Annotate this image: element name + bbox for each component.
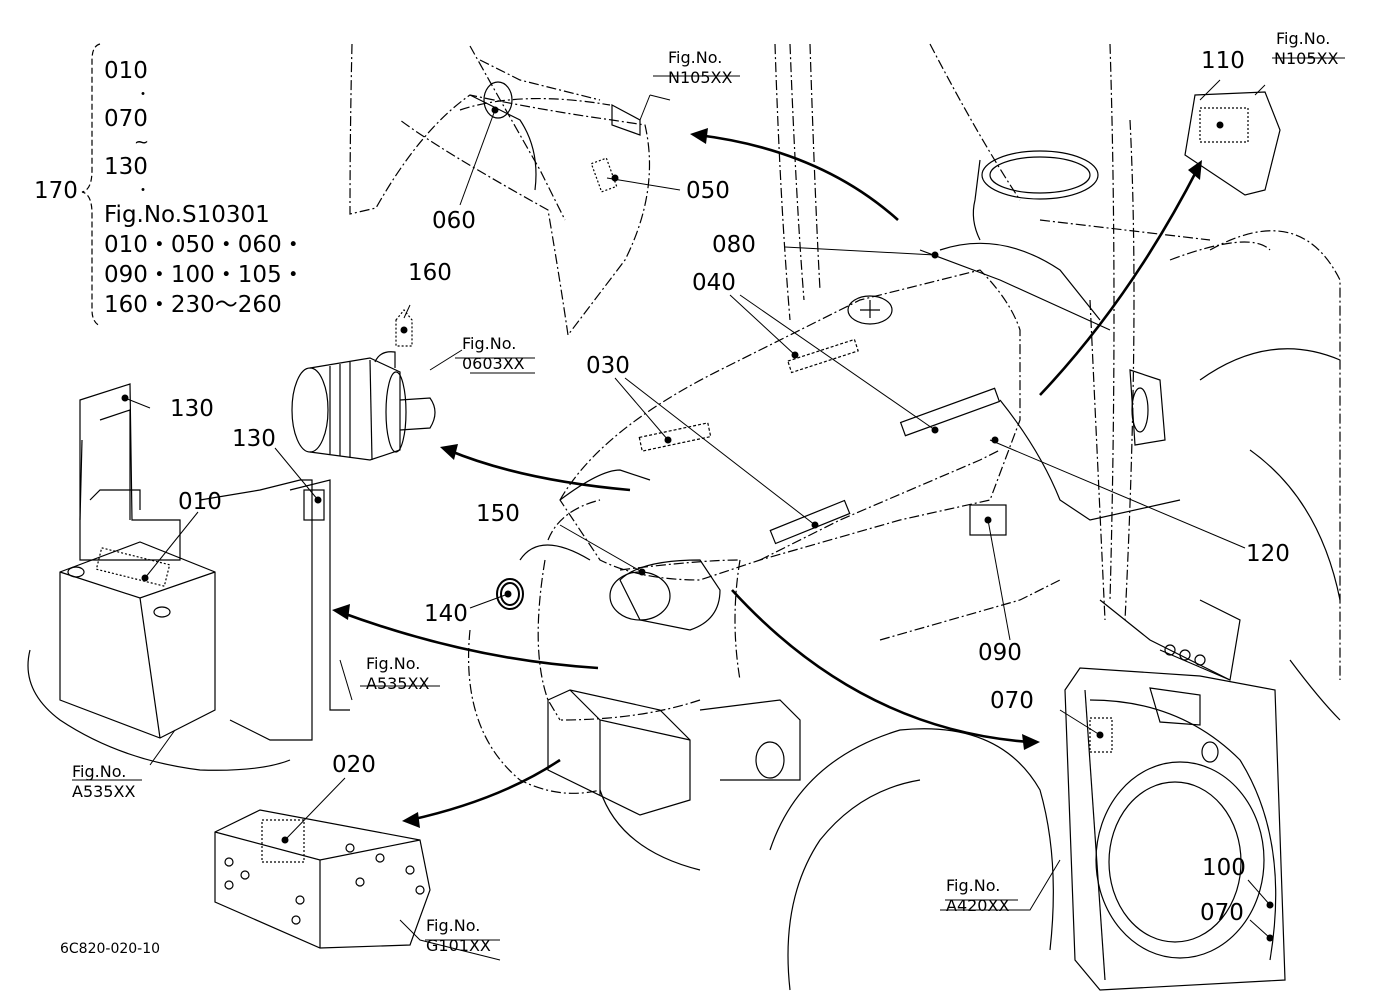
- hood-body: [467, 269, 1061, 794]
- figref-battery-label: Fig.No.: [72, 762, 127, 781]
- arrow-aircleaner: [447, 448, 631, 492]
- figref-bracket-code: A535XX: [366, 674, 430, 693]
- gasket-140: [496, 578, 524, 610]
- part-label-140: 140: [424, 601, 468, 627]
- figref-hood-code: N105XX: [668, 68, 733, 87]
- target-dots: [121, 106, 1274, 942]
- figref-frame: Fig.No. G101XX: [426, 916, 491, 956]
- figref-cabin: Fig.No. N105XX: [1274, 29, 1338, 69]
- legend: 010 ・ 070 ~ 130 ・ Fig.No.S10301 010・050・…: [104, 56, 305, 320]
- legend-group-label: 170: [34, 178, 78, 204]
- part-label-120: 120: [1246, 541, 1290, 567]
- figref-aircleaner-label: Fig.No.: [462, 334, 517, 353]
- legend-line-1: 010: [104, 58, 148, 84]
- arrow-grille: [731, 589, 1031, 744]
- legend-line-10: 160・230～260: [104, 292, 282, 318]
- part-label-040: 040: [692, 270, 736, 296]
- figref-aircleaner-code: 0603XX: [462, 354, 525, 373]
- figref-frame-code: G101XX: [426, 936, 491, 955]
- part-label-070-top: 070: [990, 688, 1034, 714]
- radiator-grille: [1064, 667, 1286, 991]
- steering-wheel: [919, 150, 1241, 681]
- figref-cabin-label: Fig.No.: [1276, 29, 1331, 48]
- front-bumper: [547, 689, 801, 816]
- part-label-020: 020: [332, 752, 376, 778]
- front-wheel: [599, 728, 1054, 991]
- figref-battery-code: A535XX: [72, 782, 136, 801]
- figref-battery: Fig.No. A535XX: [72, 762, 135, 802]
- front-frame: [214, 809, 431, 949]
- legend-line-8: 010・050・060・: [104, 232, 305, 258]
- legend-line-2: ・: [136, 87, 150, 103]
- part-label-050: 050: [686, 178, 730, 204]
- part-label-160: 160: [408, 260, 452, 286]
- part-label-090: 090: [978, 640, 1022, 666]
- legend-brace: [81, 43, 101, 327]
- arrow-cabin: [1039, 167, 1200, 396]
- battery-bracket: [79, 383, 350, 741]
- part-label-010: 010: [178, 489, 222, 515]
- arrows: [339, 133, 1200, 822]
- figref-hood: Fig.No. N105XX: [668, 48, 732, 88]
- part-label-060: 060: [432, 208, 476, 234]
- figref-bracket: Fig.No. A535XX: [366, 654, 429, 694]
- legend-line-9: 090・100・105・: [104, 262, 305, 288]
- figref-aircleaner: Fig.No. 0603XX: [462, 334, 525, 374]
- air-cleaner: [291, 351, 436, 461]
- figref-frame-label: Fig.No.: [426, 916, 481, 935]
- part-label-130-top: 130: [170, 396, 214, 422]
- arrow-hood: [697, 133, 899, 221]
- legend-line-3: 070: [104, 106, 148, 132]
- figref-cabin-code: N105XX: [1274, 49, 1339, 68]
- cabin-frame: [774, 43, 1341, 680]
- rear-wheel: [1199, 348, 1341, 721]
- arrowheads: [332, 128, 1202, 828]
- figref-bracket-label: Fig.No.: [366, 654, 421, 673]
- hood-body-details: [519, 295, 1007, 631]
- part-label-110: 110: [1201, 48, 1245, 74]
- legend-line-7: Fig.No.S10301: [104, 202, 270, 228]
- part-label-070-bottom: 070: [1200, 900, 1244, 926]
- part-label-150: 150: [476, 501, 520, 527]
- figref-hood-label: Fig.No.: [668, 48, 723, 67]
- legend-line-6: ・: [136, 183, 150, 199]
- figref-grille-code: A420XX: [946, 896, 1010, 915]
- arrow-bracket: [339, 610, 599, 670]
- part-label-030: 030: [586, 353, 630, 379]
- legend-line-4: ~: [134, 132, 150, 153]
- part-label-130: 130: [232, 426, 276, 452]
- hood-side-panel-solid: [469, 81, 641, 193]
- arrow-frame: [409, 758, 561, 822]
- cabin-panel-110: [1184, 91, 1281, 196]
- part-label-100: 100: [1202, 855, 1246, 881]
- figref-grille: Fig.No. A420XX: [946, 876, 1009, 916]
- legend-line-5: 130: [104, 154, 148, 180]
- part-label-080: 080: [712, 232, 756, 258]
- drawing-code: 6C820-020-10: [60, 941, 161, 957]
- figref-grille-label: Fig.No.: [946, 876, 1001, 895]
- battery: [27, 541, 291, 771]
- hood-side-panel: [349, 43, 651, 337]
